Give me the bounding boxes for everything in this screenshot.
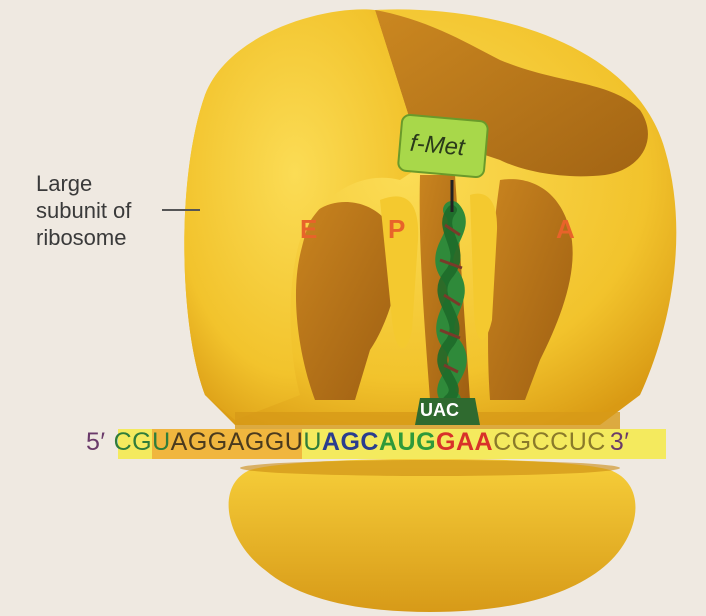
mrna-segment: GAA — [436, 428, 493, 456]
mrna-segment: U — [303, 428, 322, 456]
label-line-3: ribosome — [36, 224, 131, 251]
small-subunit-shadow — [240, 460, 620, 476]
small-subunit — [229, 459, 636, 612]
large-subunit-label: Large subunit of ribosome — [36, 170, 131, 251]
label-line-1: Large — [36, 170, 131, 197]
five-prime-label: 5′ — [86, 428, 106, 457]
label-line-2: subunit of — [36, 197, 131, 224]
mrna-segment: CGCCUC — [493, 428, 606, 456]
mrna-codons: CGUAGGAGGUUAGCAUGGAACGCCUC — [114, 428, 606, 457]
anticodon-label: UAC — [420, 400, 459, 421]
mrna-sequence: 5′ CGUAGGAGGUUAGCAUGGAACGCCUC 3′ — [86, 426, 629, 458]
mrna-segment: AUG — [379, 428, 436, 456]
a-site-label: A — [556, 214, 575, 245]
mrna-segment: CGU — [114, 428, 171, 456]
e-site-label: E — [300, 214, 317, 245]
p-site-label: P — [388, 214, 405, 245]
amino-acid-label: f-Met — [409, 130, 466, 163]
mrna-segment: AGGAGGU — [171, 428, 304, 456]
mrna-segment: AGC — [322, 428, 379, 456]
three-prime-label: 3′ — [610, 428, 630, 457]
